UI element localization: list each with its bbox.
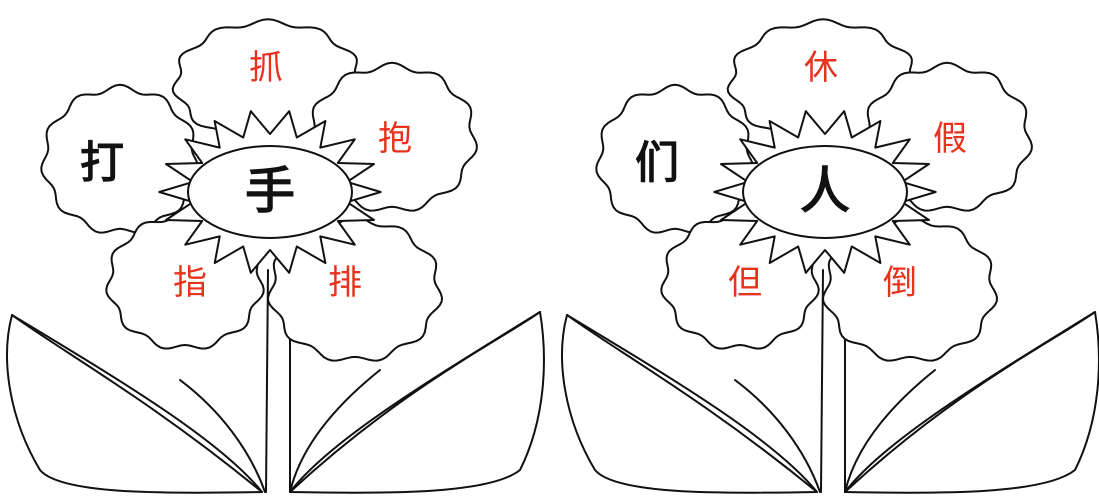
flower-right: 休假 们但 倒 人 [562, 19, 1099, 492]
character-bottom-right: 倒 [883, 263, 917, 303]
leaf-left-inner [180, 380, 265, 492]
character-bottom-right: 排 [328, 263, 362, 303]
leaf-right-inner [290, 370, 380, 492]
character-center: 人 [800, 161, 850, 220]
leaf-left [562, 315, 817, 493]
leaf-left-inner [735, 380, 820, 492]
character-right: 假 [933, 119, 967, 159]
character-top: 抓 [249, 48, 283, 88]
leaf-right-inner [845, 370, 935, 492]
character-center: 手 [245, 161, 295, 220]
character-right: 抱 [378, 119, 412, 159]
character-top: 休 [804, 48, 838, 88]
character-left: 打 [80, 138, 124, 189]
leaf-left [7, 315, 262, 493]
character-left: 们 [635, 138, 679, 189]
character-bottom-left: 指 [173, 263, 207, 303]
character-bottom-left: 但 [728, 263, 762, 303]
flower-left: 抓抱 打指 排 手 [7, 19, 544, 492]
